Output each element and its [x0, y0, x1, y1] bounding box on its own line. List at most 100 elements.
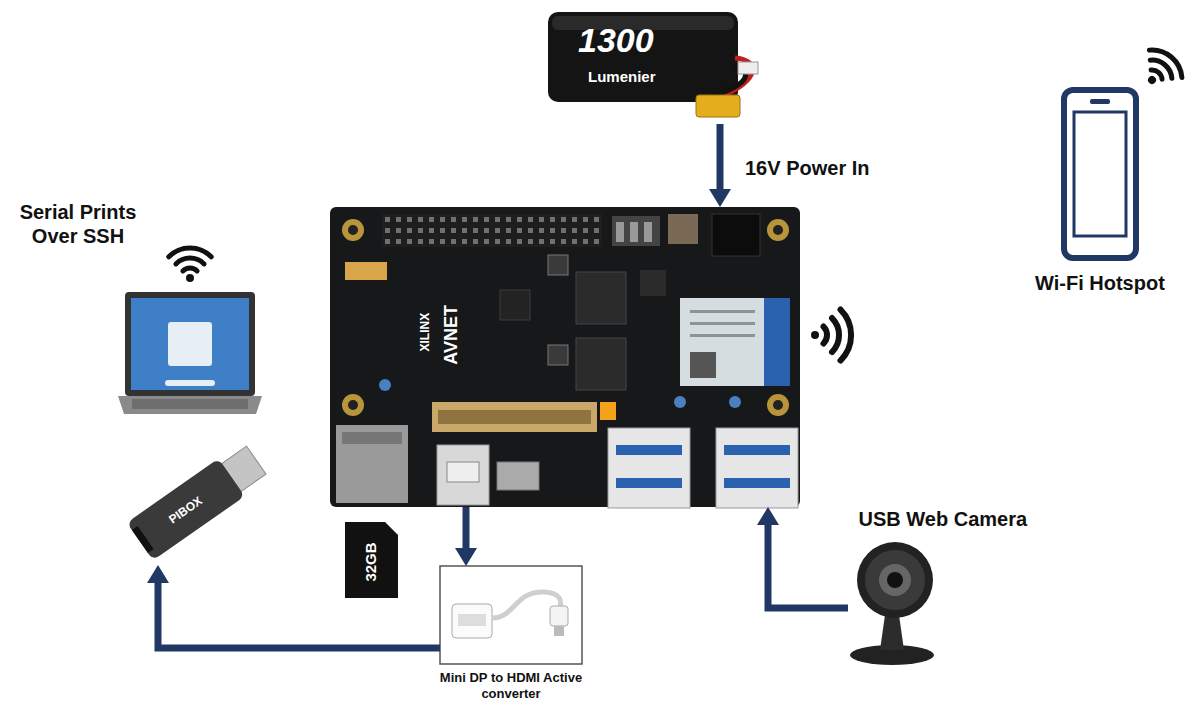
phone — [1064, 90, 1136, 258]
edge-label: 16V Power In — [745, 156, 870, 180]
part-label: Wi-Fi Hotspot — [1035, 271, 1165, 295]
fpga-board — [437, 445, 489, 505]
converter-illustration — [554, 626, 564, 636]
brand-text: PIBOX — [166, 494, 205, 527]
fpga-board — [724, 445, 790, 455]
wifi-icon — [169, 248, 211, 257]
converter-illustration — [440, 566, 582, 664]
battery-pack — [696, 95, 740, 117]
arrow-line — [158, 581, 440, 648]
fpga-board — [616, 445, 682, 455]
laptop — [125, 292, 255, 396]
wifi-waves — [811, 331, 819, 339]
fpga-board — [690, 322, 755, 325]
fpga-board — [612, 216, 660, 246]
fpga-board — [767, 219, 789, 241]
fpga-board — [336, 425, 408, 503]
fpga-board — [500, 290, 530, 320]
fpga-board — [690, 352, 716, 378]
arrow-connector — [757, 507, 848, 608]
part-label: Mini DP to HDMI Active converter — [431, 670, 591, 701]
fpga-board — [342, 219, 364, 241]
fpga-board — [644, 222, 652, 242]
converter-illustration — [550, 606, 568, 626]
arrow-line — [768, 523, 848, 608]
fpga-board — [432, 402, 597, 432]
brand-text: XILINX — [418, 313, 432, 352]
fpga-board — [345, 262, 387, 280]
fpga-board — [690, 310, 755, 313]
fpga-board — [548, 255, 568, 275]
wifi-icon — [169, 248, 211, 282]
laptop — [118, 396, 262, 414]
part-label: USB Web Camera — [859, 507, 1028, 531]
laptop — [168, 322, 212, 366]
fpga-board — [608, 428, 690, 508]
fpga-board — [773, 225, 783, 235]
fpga-board — [640, 270, 666, 296]
web-camera: USB Web Camera — [848, 505, 1038, 670]
laptop — [165, 380, 215, 386]
wifi-waves — [832, 318, 839, 352]
fpga-board — [767, 394, 789, 416]
converter-illustration — [440, 566, 582, 664]
phone — [1090, 99, 1110, 104]
wifi-icon — [176, 258, 204, 264]
battery-pack — [548, 12, 738, 102]
fpga-board — [630, 222, 638, 242]
fpga-board — [729, 396, 741, 408]
arrow-connector — [709, 124, 731, 207]
fpga-board — [616, 222, 624, 242]
part-label: Serial Prints Over SSH — [8, 200, 148, 248]
web-camera — [880, 615, 904, 650]
sd-card — [345, 522, 398, 598]
arrow-connector — [455, 507, 477, 566]
wifi-waves — [841, 310, 852, 361]
arrow-head — [709, 189, 731, 207]
wifi-icon — [186, 274, 194, 282]
phone — [1064, 90, 1136, 258]
laptop: Serial Prints Over SSH — [10, 198, 270, 420]
fpga-board — [690, 334, 755, 337]
laptop — [132, 399, 248, 409]
fpga-board — [716, 428, 798, 508]
fpga-board — [600, 402, 616, 420]
phone — [1074, 112, 1126, 236]
wifi-icon — [1149, 43, 1187, 77]
battery-pack — [548, 12, 758, 117]
arrow-head — [455, 548, 477, 566]
fpga-board — [674, 396, 686, 408]
fpga-board — [773, 400, 783, 410]
converter-box: Mini DP to HDMI Active converter — [440, 566, 582, 708]
fpga-board — [668, 214, 698, 244]
battery-pack — [738, 62, 758, 74]
fpga-board — [497, 462, 539, 490]
fpga-board — [764, 298, 790, 386]
wifi-icon — [1146, 74, 1157, 85]
capture-dongle: PIBOX — [118, 445, 278, 565]
web-camera — [865, 550, 925, 610]
brand-text: AVNET — [441, 305, 463, 365]
fpga-board — [548, 345, 568, 365]
wifi-waves — [811, 310, 851, 361]
wifi-waves — [824, 327, 828, 344]
web-camera — [857, 542, 933, 618]
fpga-board — [576, 272, 626, 324]
fpga-board — [724, 478, 790, 488]
fpga-board — [712, 214, 760, 256]
brand-text: Lumenier — [588, 68, 656, 86]
laptop — [118, 292, 262, 414]
arrow-connector — [147, 565, 440, 648]
web-camera — [879, 564, 911, 596]
fpga-board — [348, 400, 358, 410]
web-camera — [850, 542, 934, 665]
fpga-board — [342, 432, 402, 444]
converter-illustration — [452, 604, 492, 638]
laptop — [131, 298, 249, 390]
fpga-board — [680, 298, 790, 386]
arrow-head — [147, 565, 169, 583]
wifi-icon — [183, 268, 197, 271]
